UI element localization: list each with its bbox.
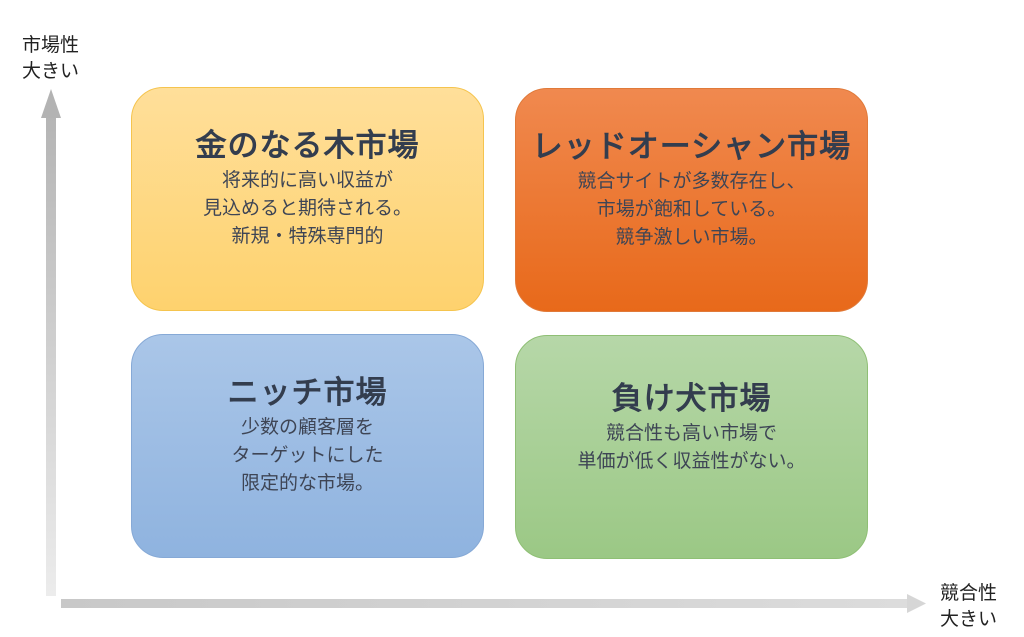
quadrant-title: 金のなる木市場	[195, 128, 420, 164]
y-axis-label: 市場性 大きい	[22, 32, 79, 84]
quadrant-title: レッドオーシャン市場	[531, 129, 852, 165]
x-axis-label-line2: 大きい	[940, 608, 998, 630]
quadrant-desc-line: ターゲットにした	[231, 444, 384, 466]
x-axis-label: 競合性 大きい	[940, 580, 997, 632]
quadrant-niche: ニッチ市場 少数の顧客層を ターゲットにした 限定的な市場。	[131, 334, 484, 558]
x-axis-arrow	[61, 594, 926, 613]
quadrant-title: 負け犬市場	[611, 381, 772, 417]
quadrant-desc-line: 少数の顧客層を	[240, 416, 374, 438]
quadrant-title: ニッチ市場	[227, 375, 388, 411]
quadrant-desc-line: 市場が飽和している。	[596, 198, 787, 220]
quadrant-underdog: 負け犬市場 競合性も高い市場で 単価が低く収益性がない。	[515, 335, 868, 559]
quadrant-desc-line: 限定的な市場。	[240, 472, 374, 494]
quadrant-cash-cow: 金のなる木市場 将来的に高い収益が 見込めると期待される。 新規・特殊専門的	[131, 87, 484, 311]
y-axis-label-line1: 市場性	[22, 34, 80, 56]
quadrant-desc-line: 将来的に高い収益が	[221, 169, 393, 191]
quadrant-desc-line: 競合性も高い市場で	[605, 422, 777, 444]
y-axis-label-line2: 大きい	[22, 60, 80, 82]
quadrant-desc-line: 競合サイトが多数存在し、	[577, 170, 806, 192]
quadrant-desc-line: 見込めると期待される。	[202, 197, 412, 219]
quadrant-red-ocean: レッドオーシャン市場 競合サイトが多数存在し、 市場が飽和している。 競争激しい…	[515, 88, 868, 312]
y-axis-arrow	[41, 89, 61, 596]
quadrant-desc-line: 新規・特殊専門的	[231, 225, 384, 247]
quadrant-desc-line: 単価が低く収益性がない。	[577, 450, 806, 472]
x-axis-label-line1: 競合性	[940, 582, 998, 604]
quadrant-desc-line: 競争激しい市場。	[615, 226, 768, 248]
